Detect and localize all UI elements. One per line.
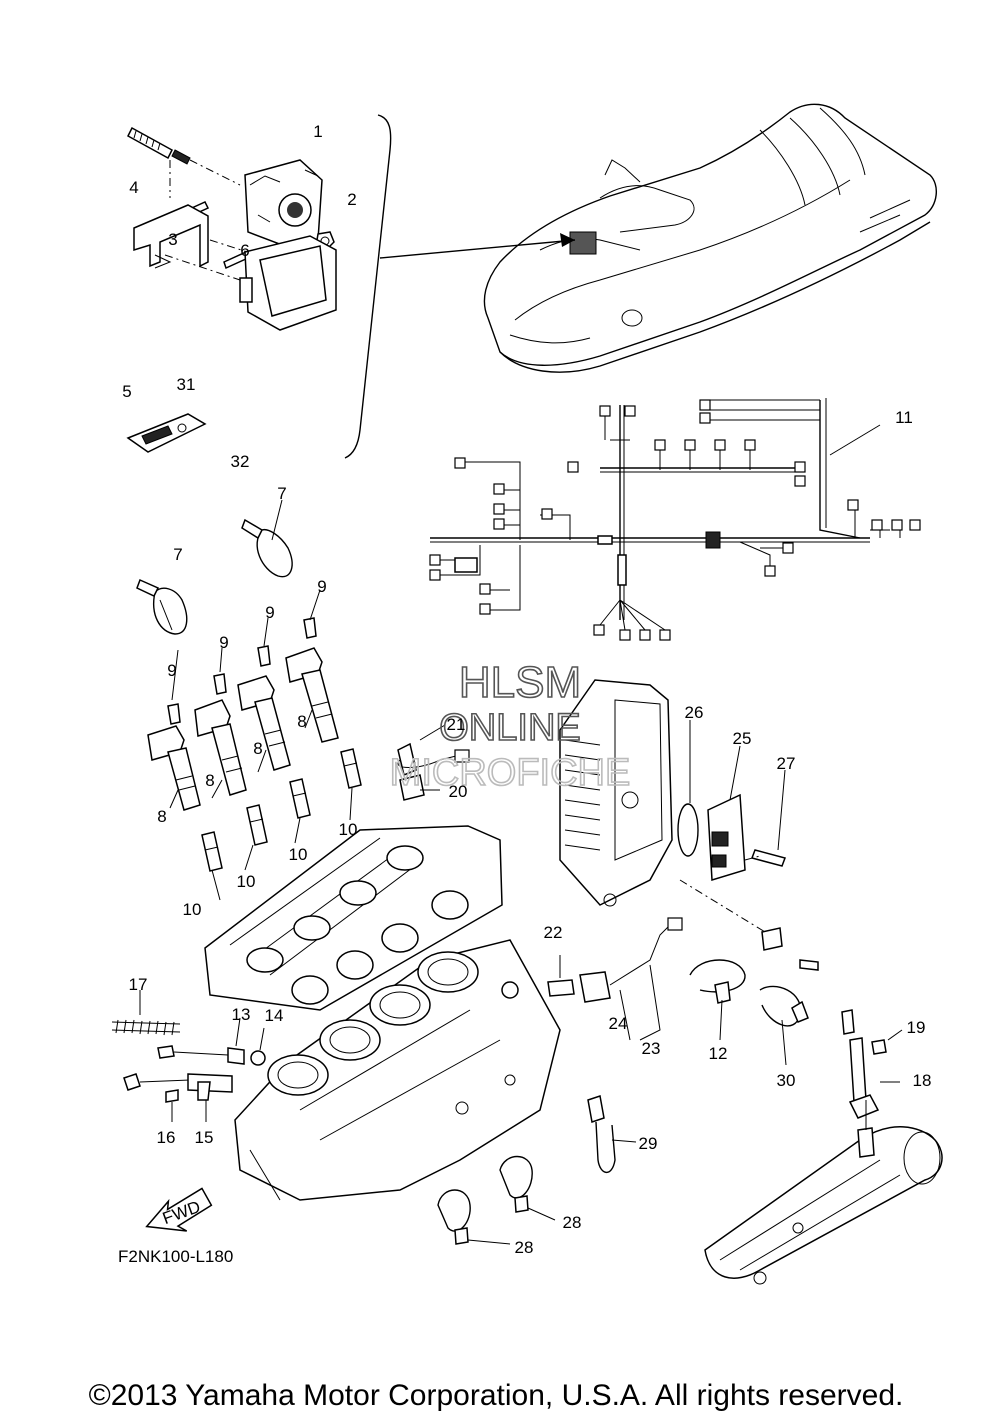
group-bracket: [344, 114, 392, 459]
copyright-notice: ©2013 Yamaha Motor Corporation, U.S.A. A…: [89, 1379, 904, 1412]
callout-8c: 8: [205, 771, 214, 790]
callout-13: 13: [232, 1005, 251, 1024]
callout-3: 3: [168, 230, 177, 249]
electrical-box: [559, 679, 786, 936]
callout-9a: 9: [317, 577, 326, 596]
callout-28b: 28: [515, 1238, 534, 1257]
callout-7b: 7: [173, 545, 182, 564]
callout-4: 4: [129, 178, 138, 197]
callout-10d: 10: [183, 900, 202, 919]
ties-28-29: [437, 1095, 637, 1245]
callout-23: 23: [642, 1039, 661, 1058]
harness-connectors: [429, 399, 921, 641]
callout-9d: 9: [167, 661, 176, 680]
callout-22: 22: [544, 923, 563, 942]
callout-10c: 10: [237, 872, 256, 891]
callout-19: 19: [907, 1018, 926, 1037]
cable-ties-7: [136, 518, 293, 635]
callout-32: 32: [231, 452, 250, 471]
callout-25: 25: [733, 729, 752, 748]
callout-24: 24: [609, 1014, 628, 1033]
watermark-line2: ONLINE: [439, 707, 580, 749]
callout-9c: 9: [219, 633, 228, 652]
callout-17: 17: [129, 975, 148, 994]
callout-15: 15: [195, 1128, 214, 1147]
forward-arrow: FWD: [145, 1187, 213, 1232]
callout-6: 6: [240, 241, 249, 260]
wire-harness: [429, 398, 921, 641]
callout-26: 26: [685, 703, 704, 722]
callout-labels: 1 2 3 4 5 6 31 32 11 7 7 9 9 9 9 8 8 8 8…: [122, 122, 931, 1257]
callout-11: 11: [895, 408, 913, 427]
engine-block: [204, 825, 561, 1201]
callout-18: 18: [913, 1071, 932, 1090]
callout-8b: 8: [253, 739, 262, 758]
callout-7a: 7: [277, 484, 286, 503]
watermark-line1: HLSM: [459, 658, 581, 707]
sensors: [397, 724, 683, 1041]
watermark: HLSM ONLINE MICROFICHE: [389, 657, 631, 795]
callout-1: 1: [313, 122, 322, 141]
callout-8d: 8: [157, 807, 166, 826]
callout-2: 2: [347, 190, 356, 209]
callout-31: 31: [177, 375, 196, 394]
callout-27: 27: [777, 754, 796, 773]
callout-9b: 9: [265, 603, 274, 622]
callout-30: 30: [777, 1071, 796, 1090]
callout-28a: 28: [563, 1213, 582, 1232]
watercraft-illustration: [379, 103, 937, 373]
figure-code: F2NK100-L180: [118, 1247, 233, 1266]
throttle-sensor-group: [126, 126, 337, 453]
callout-20: 20: [449, 782, 468, 801]
callout-10b: 10: [289, 845, 308, 864]
callout-14: 14: [265, 1006, 284, 1025]
exhaust-manifold: [704, 1009, 943, 1285]
callout-16: 16: [157, 1128, 176, 1147]
callout-10a: 10: [339, 820, 358, 839]
lower-left-parts: [111, 990, 266, 1122]
bands: [689, 927, 819, 1066]
callout-12: 12: [709, 1044, 728, 1063]
callout-5: 5: [122, 382, 131, 401]
callout-29: 29: [639, 1134, 658, 1153]
ignition-coils: [147, 499, 362, 901]
callout-21: 21: [447, 715, 466, 734]
watermark-line3: MICROFICHE: [390, 752, 631, 794]
callout-8a: 8: [297, 712, 306, 731]
